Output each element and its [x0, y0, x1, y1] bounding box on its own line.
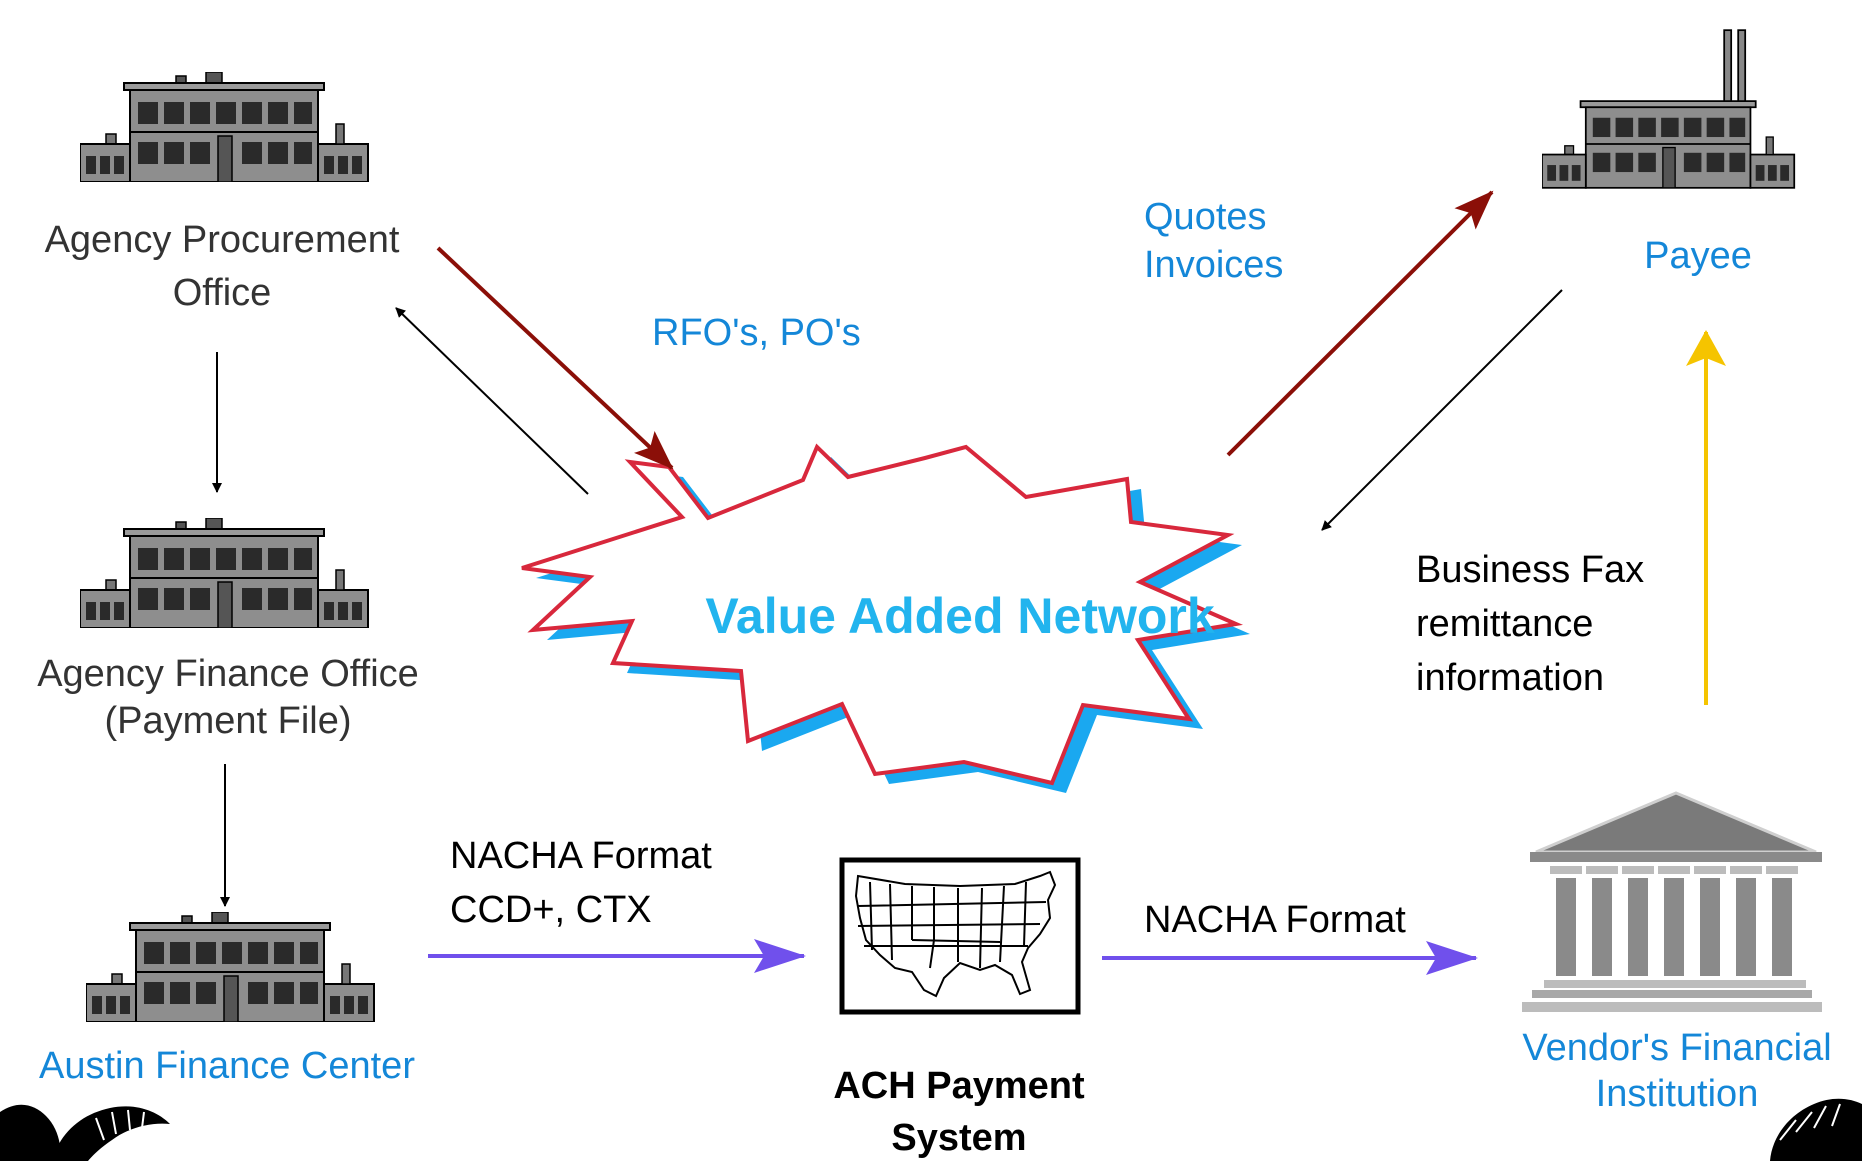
procurement-label-line1: Agency Procurement: [45, 219, 400, 261]
finance-label-line2: (Payment File): [104, 700, 351, 742]
van-label: Value Added Network: [705, 588, 1215, 644]
ach-label-line1: ACH Payment: [833, 1065, 1085, 1107]
usa-map-icon: [854, 870, 1057, 998]
payee-label: Payee: [1644, 235, 1752, 277]
flow-label-fax-line2: remittance: [1416, 603, 1593, 645]
flow-label-fax-line1: Business Fax: [1416, 549, 1644, 591]
arrow-procurement-to-van: [436, 246, 674, 470]
flow-label-invoices: Invoices: [1144, 244, 1283, 286]
vendor-bank-label-line2: Institution: [1596, 1073, 1759, 1115]
arrow-van-to-payee: [1226, 190, 1494, 457]
austin-label: Austin Finance Center: [39, 1045, 415, 1087]
palm-leaf-icon: [0, 1104, 170, 1161]
bank-icon: [1522, 791, 1822, 1012]
finance-label-line1: Agency Finance Office: [37, 653, 419, 695]
arrow-payee-to-van: [1321, 289, 1563, 531]
arrow-van-to-procurement: [395, 307, 589, 495]
ach-system-box: [839, 857, 1081, 1015]
flow-label-fax-line3: information: [1416, 657, 1604, 699]
building-icon: [80, 518, 369, 628]
flow-label-rfo-po: RFO's, PO's: [652, 312, 861, 354]
van-burst: Value Added Network: [521, 443, 1250, 793]
vendor-bank-label-line1: Vendor's Financial: [1522, 1027, 1831, 1069]
flow-label-quotes: Quotes: [1144, 196, 1267, 238]
flow-label-nacha-agency-line2: CCD+, CTX: [450, 889, 652, 931]
factory-icon: [1542, 29, 1796, 189]
building-icon: [80, 72, 369, 182]
flow-label-nacha-agency-line1: NACHA Format: [450, 835, 712, 877]
palm-leaf-icon: [1770, 1098, 1862, 1161]
flow-label-nacha-ach: NACHA Format: [1144, 899, 1406, 941]
ach-label-line2: System: [891, 1117, 1026, 1159]
procurement-label-line2: Office: [173, 272, 272, 314]
building-icon: [86, 912, 375, 1022]
